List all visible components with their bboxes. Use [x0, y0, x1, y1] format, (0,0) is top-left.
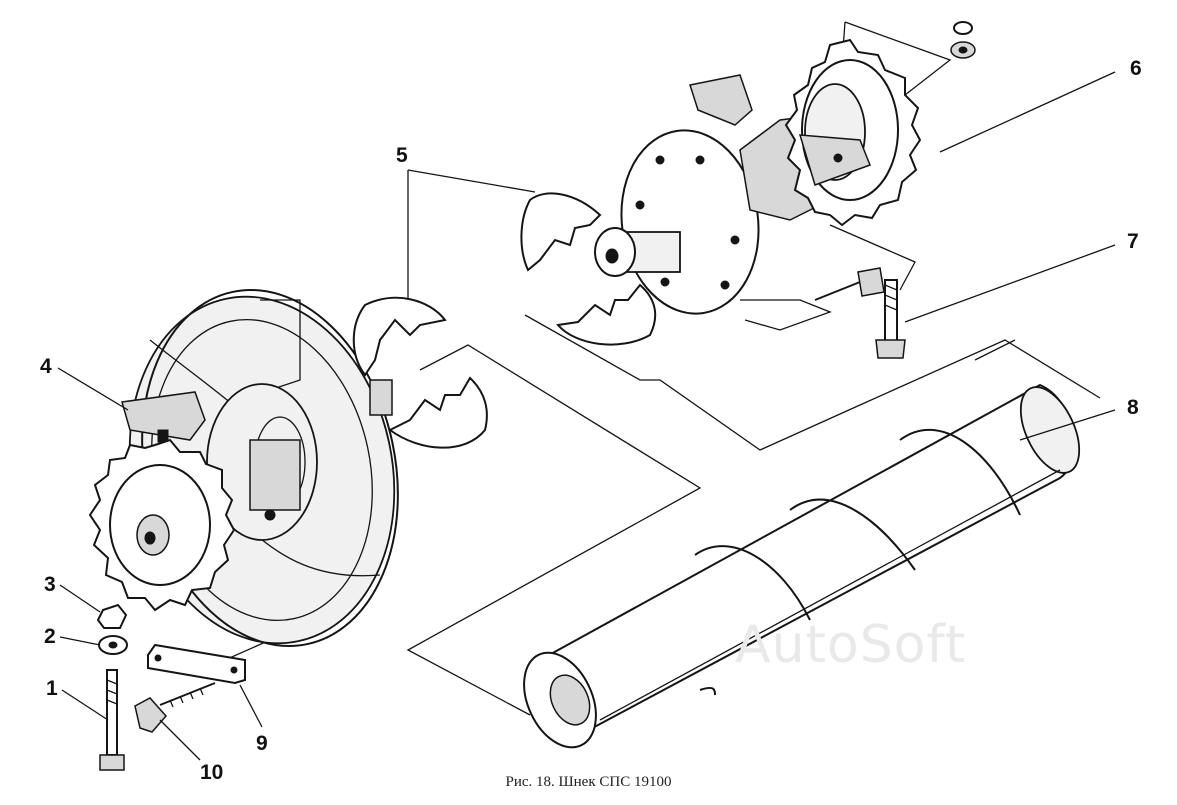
callout-6: 6: [1130, 57, 1142, 80]
right-sprocket-assembly: [689, 38, 922, 227]
callout-1: 1: [46, 677, 58, 700]
left-hub: [206, 383, 318, 541]
callout-3: 3: [44, 573, 56, 596]
left-sprocket: [88, 438, 276, 612]
auger-tube: [523, 383, 1081, 749]
callout-10: 10: [200, 761, 224, 784]
callout-9: 9: [256, 732, 268, 755]
callout-8: 8: [1127, 396, 1139, 419]
callout-5: 5: [396, 144, 408, 167]
lock-nuts-top: [950, 21, 976, 59]
link-plate-and-bolt: [134, 643, 246, 733]
right-shaft: [594, 227, 681, 277]
watermark-logo: AutoSoft: [735, 615, 967, 675]
split-shields: [352, 192, 657, 449]
left-hardware: [96, 603, 128, 771]
callout-7: 7: [1127, 230, 1139, 253]
figure-caption: Рис. 18. Шнек СПС 19100: [505, 774, 672, 790]
callout-2: 2: [44, 625, 56, 648]
leader-lines: [57, 71, 1116, 761]
callout-4: 4: [40, 355, 52, 378]
right-bolt-screw: [814, 267, 906, 359]
